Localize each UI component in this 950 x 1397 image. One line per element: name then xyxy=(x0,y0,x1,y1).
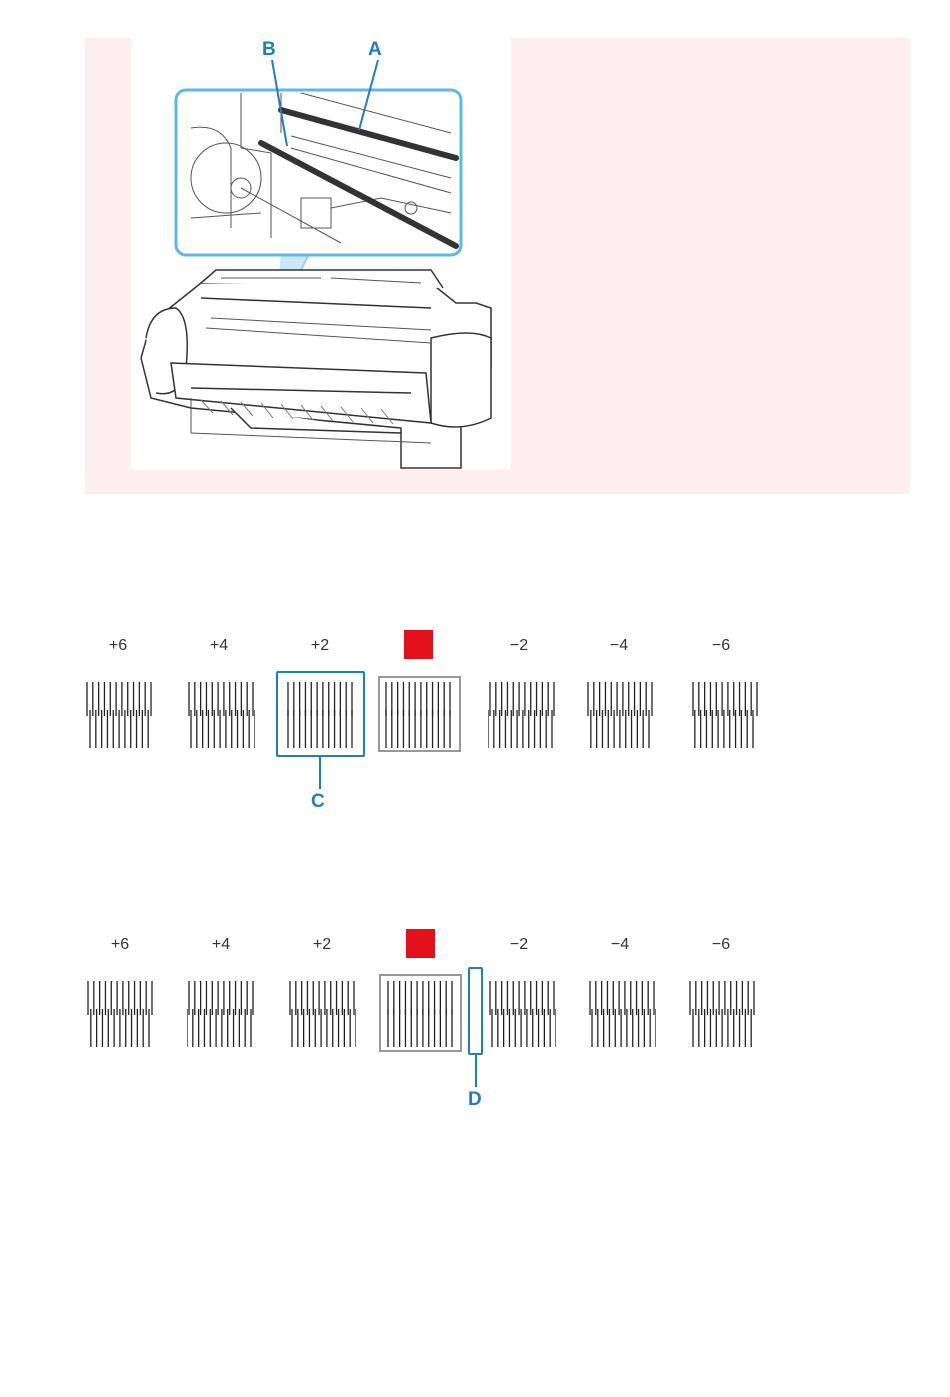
offset-label: +6 xyxy=(90,937,150,953)
callout-c-label: C xyxy=(311,792,325,811)
alignment-line-pattern xyxy=(384,682,452,748)
alignment-line-pattern xyxy=(187,981,255,1047)
offset-label: −2 xyxy=(489,937,549,953)
callout-a-label: A xyxy=(368,40,382,59)
offset-label: +6 xyxy=(88,638,148,654)
alignment-line-pattern xyxy=(691,682,759,748)
alignment-line-pattern xyxy=(688,981,756,1047)
callout-d-leader xyxy=(475,1055,477,1087)
alignment-line-pattern xyxy=(488,981,556,1047)
alignment-line-pattern xyxy=(286,682,354,748)
alignment-line-pattern xyxy=(288,981,356,1047)
offset-label: +4 xyxy=(189,638,249,654)
offset-label: −6 xyxy=(691,638,751,654)
callout-c-leader xyxy=(319,757,321,789)
offset-label: −2 xyxy=(489,638,549,654)
alignment-line-pattern xyxy=(488,682,556,748)
printer-illustration xyxy=(131,38,511,470)
offset-label: −4 xyxy=(589,638,649,654)
alignment-line-pattern xyxy=(588,981,656,1047)
offset-label: −6 xyxy=(691,937,751,953)
callout-d-label: D xyxy=(468,1090,482,1109)
offset-label: +2 xyxy=(292,937,352,953)
adjustment-pattern-row-2: +6 +4 +2 −2 −4 −6 D xyxy=(0,929,950,1129)
offset-label: +4 xyxy=(191,937,251,953)
adjustment-pattern-row-1: +6 +4 +2 −2 −4 −6 C xyxy=(0,630,950,830)
alignment-line-pattern xyxy=(586,682,654,748)
standard-pattern-marker xyxy=(404,630,433,659)
alignment-line-pattern xyxy=(386,981,454,1047)
alignment-line-pattern xyxy=(85,682,153,748)
standard-pattern-marker xyxy=(406,929,435,958)
offset-label: −4 xyxy=(590,937,650,953)
callout-b-label: B xyxy=(262,40,276,59)
selected-gap-frame xyxy=(468,967,483,1055)
offset-label: +2 xyxy=(290,638,350,654)
alignment-line-pattern xyxy=(187,682,255,748)
alignment-line-pattern xyxy=(86,981,154,1047)
